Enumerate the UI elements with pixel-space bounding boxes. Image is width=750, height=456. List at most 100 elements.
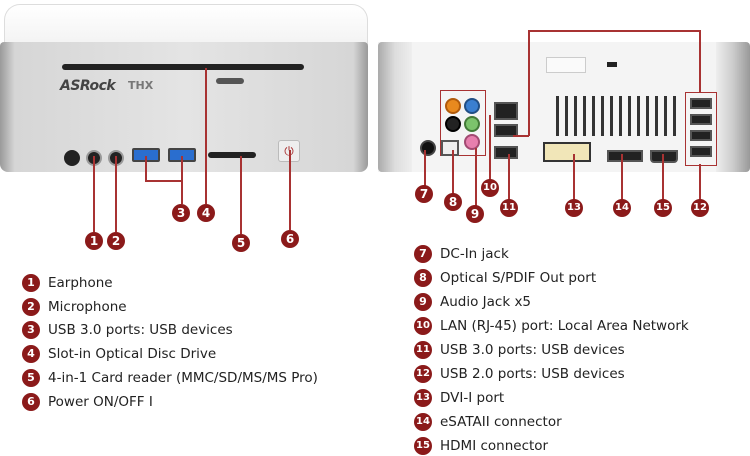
legend-marker: 2 <box>22 298 40 316</box>
legend-item: 7 DC-In jack <box>414 245 509 263</box>
spdif-port <box>441 140 459 156</box>
legend-item: 3 USB 3.0 ports: USB devices <box>22 321 233 339</box>
legend-label: USB 2.0 ports: USB devices <box>440 366 625 382</box>
legend-item: 12 USB 2.0 ports: USB devices <box>414 365 625 383</box>
rear-usb3-port <box>494 124 518 137</box>
optical-disc-slot <box>62 64 304 70</box>
leader-line <box>289 150 291 230</box>
legend-item: 2 Microphone <box>22 298 127 316</box>
rear-usb2-port <box>690 98 712 109</box>
leader-line <box>621 154 623 202</box>
front-top-cover <box>4 4 368 45</box>
marker-8: 8 <box>444 193 462 211</box>
legend-item: 8 Optical S/PDIF Out port <box>414 269 596 287</box>
ir-sensor <box>64 150 80 166</box>
legend-label: Optical S/PDIF Out port <box>440 270 597 286</box>
legend-marker: 14 <box>414 413 432 431</box>
label-plate <box>546 57 586 73</box>
marker-1: 1 <box>85 232 103 250</box>
marker-11: 11 <box>500 199 518 217</box>
marker-10: 10 <box>481 179 499 197</box>
legend-item: 15 HDMI connector <box>414 437 548 455</box>
leader-line <box>181 156 183 204</box>
legend-label: DC-In jack <box>440 246 509 262</box>
legend-item: 11 USB 3.0 ports: USB devices <box>414 341 625 359</box>
leader-line <box>145 180 182 182</box>
legend-label: USB 3.0 ports: USB devices <box>48 322 233 338</box>
leader-line <box>508 154 510 200</box>
leader-line <box>489 115 491 180</box>
rear-usb3-port <box>494 146 518 159</box>
legend-item: 4 Slot-in Optical Disc Drive <box>22 345 216 363</box>
kensington-lock <box>607 62 617 67</box>
marker-5: 5 <box>232 234 250 252</box>
audio-jack-blue <box>464 98 480 114</box>
leader-line <box>699 30 701 92</box>
legend-label: LAN (RJ-45) port: Local Area Network <box>440 318 689 334</box>
leader-line <box>513 135 529 137</box>
thx-logo: THX <box>128 79 154 92</box>
back-side-left <box>378 42 412 172</box>
marker-13: 13 <box>565 199 583 217</box>
leader-line <box>93 156 95 232</box>
legend-marker: 6 <box>22 393 40 411</box>
legend-item: 13 DVI-I port <box>414 389 504 407</box>
card-reader-slot <box>208 152 256 158</box>
legend-marker: 4 <box>22 345 40 363</box>
leader-line <box>528 30 530 136</box>
audio-jack-green <box>464 116 480 132</box>
rear-usb2-port <box>690 146 712 157</box>
dvi-port <box>543 142 591 162</box>
legend-label: Audio Jack x5 <box>440 294 532 310</box>
legend-marker: 9 <box>414 293 432 311</box>
legend-label: Slot-in Optical Disc Drive <box>48 346 217 362</box>
vent-grille <box>556 96 678 136</box>
marker-6: 6 <box>281 230 299 248</box>
leader-line <box>699 164 701 202</box>
legend-marker: 12 <box>414 365 432 383</box>
legend-label: Power ON/OFF I <box>48 394 153 410</box>
rear-usb2-port <box>690 130 712 141</box>
esata-port <box>607 150 643 162</box>
leader-line <box>475 148 477 206</box>
marker-9: 9 <box>466 205 484 223</box>
audio-jack-pink <box>464 134 480 150</box>
marker-3: 3 <box>172 204 190 222</box>
legend-item: 9 Audio Jack x5 <box>414 293 531 311</box>
legend-label: Microphone <box>48 299 127 315</box>
legend-label: 4-in-1 Card reader (MMC/SD/MS/MS Pro) <box>48 370 318 386</box>
leader-line <box>205 68 207 204</box>
leader-line <box>528 30 700 32</box>
eject-button <box>216 78 244 84</box>
back-side-right <box>716 42 750 172</box>
marker-14: 14 <box>613 199 631 217</box>
legend-marker: 7 <box>414 245 432 263</box>
audio-jack-black <box>445 116 461 132</box>
audio-jack-orange <box>445 98 461 114</box>
audio-jack-group <box>440 90 486 156</box>
legend-marker: 3 <box>22 321 40 339</box>
legend-label: USB 3.0 ports: USB devices <box>440 342 625 358</box>
legend-marker: 11 <box>414 341 432 359</box>
legend-label: HDMI connector <box>440 438 549 454</box>
legend-label: DVI-I port <box>440 390 505 406</box>
legend-marker: 5 <box>22 369 40 387</box>
asrock-logo: ASRock <box>60 78 116 94</box>
legend-marker: 15 <box>414 437 432 455</box>
legend-item: 6 Power ON/OFF I <box>22 393 153 411</box>
legend-marker: 8 <box>414 269 432 287</box>
rear-usb2-port <box>690 114 712 125</box>
hdmi-port <box>650 150 678 163</box>
legend-marker: 13 <box>414 389 432 407</box>
usb2-group <box>685 92 717 166</box>
marker-2: 2 <box>107 232 125 250</box>
dc-in-jack <box>420 140 436 156</box>
marker-4: 4 <box>197 204 215 222</box>
leader-line <box>573 154 575 202</box>
leader-line <box>145 156 147 180</box>
legend-label: Earphone <box>48 275 113 291</box>
leader-line <box>115 156 117 232</box>
